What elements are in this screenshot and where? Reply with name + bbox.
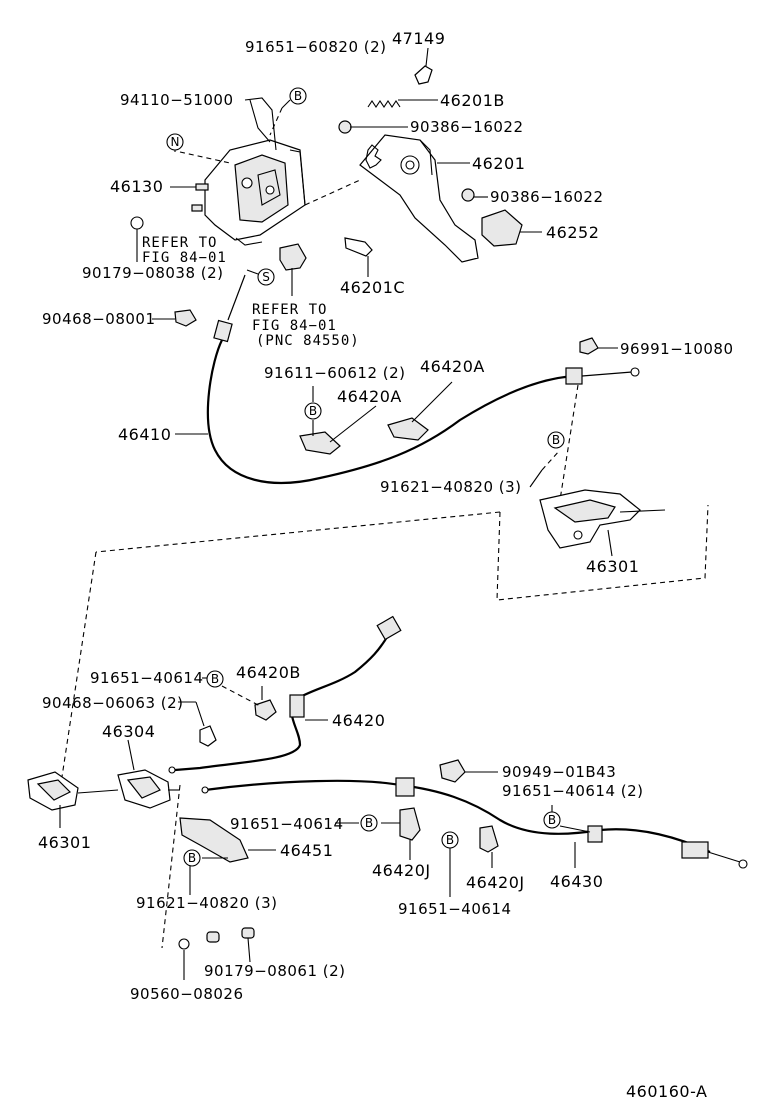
callout-N: N: [166, 133, 184, 151]
bushing-icon: [206, 931, 220, 943]
part-label: 90468−08001: [42, 310, 156, 328]
clip-46420B: [254, 699, 277, 721]
reference-note: REFER TO: [252, 302, 327, 318]
svg-text:B: B: [294, 89, 302, 103]
svg-text:N: N: [171, 135, 180, 149]
bracket-46130: [204, 97, 306, 246]
rear-cable-46430: [201, 777, 748, 869]
part-label: 47149: [392, 29, 445, 48]
part-label: 91651−60820 (2): [245, 38, 387, 56]
svg-text:S: S: [262, 270, 270, 284]
nut-icon: [178, 938, 190, 950]
rear-cable-46420: [168, 615, 402, 774]
part-label: 91651−40614: [230, 815, 344, 833]
part-label: 90386−16022: [410, 118, 524, 136]
part-label: 46201C: [340, 278, 405, 297]
equalizer-46301-bottom: [27, 771, 119, 811]
callout-B: B: [183, 849, 201, 867]
dashed-boundary: [59, 551, 97, 791]
callout-B: B: [543, 811, 561, 829]
nut-icon: [338, 120, 352, 134]
part-label: 46420B: [236, 663, 301, 682]
spring-46201B: [367, 100, 401, 108]
svg-text:B: B: [188, 851, 196, 865]
bracket-90949-01B43: [439, 759, 466, 783]
part-label: 46410: [118, 425, 171, 444]
callout-B: B: [206, 670, 224, 688]
part-label: 46301: [38, 833, 91, 852]
svg-text:B: B: [548, 813, 556, 827]
part-label: 90179−08038 (2): [82, 264, 224, 282]
part-label: 46130: [110, 177, 163, 196]
part-label: 94110−51000: [120, 91, 234, 109]
switch-part: [279, 243, 307, 271]
clip-90468-06063: [199, 725, 217, 747]
part-label: 90179−08061 (2): [204, 962, 346, 980]
callout-B: B: [289, 87, 307, 105]
callout-B: B: [304, 402, 322, 420]
reference-note: (PNC 84550): [256, 333, 360, 349]
nut-icon: [461, 188, 475, 202]
reference-note: FIG 84−01: [142, 250, 227, 266]
bolt-icon: [191, 204, 203, 212]
part-label: 90386−16022: [490, 188, 604, 206]
part-label: 46301: [586, 557, 639, 576]
pedal-46201: [359, 134, 479, 263]
part-label: 46420A: [420, 357, 485, 376]
part-label: 91651−40614: [398, 900, 512, 918]
part-label: 46420J: [466, 873, 525, 892]
bushing-icon: [241, 927, 255, 939]
svg-text:B: B: [309, 404, 317, 418]
svg-text:B: B: [365, 816, 373, 830]
equalizer-46301-top: [95, 489, 709, 601]
pedal-pad-46252: [481, 209, 523, 247]
bolt-icon: [195, 183, 209, 191]
part-label: 90468−06063 (2): [42, 694, 184, 712]
callout-S: S: [257, 268, 275, 286]
bracket-46451: [179, 817, 249, 863]
bolt-46201C: [344, 237, 373, 257]
svg-text:B: B: [211, 672, 219, 686]
part-label: 46252: [546, 223, 599, 242]
part-label: 91621−40820 (3): [136, 894, 278, 912]
front-cable-46410: [206, 274, 640, 485]
clip-46420A: [299, 431, 341, 455]
reference-note: REFER TO: [142, 235, 217, 251]
dashed-boundary: [161, 784, 181, 949]
part-label: 46420J: [372, 861, 431, 880]
clip-47149: [414, 65, 433, 85]
part-label: 46201B: [440, 91, 505, 110]
clip-46420J: [479, 825, 499, 853]
clip-90468-08001: [174, 309, 197, 327]
callout-B: B: [441, 831, 459, 849]
part-label: 46420: [332, 711, 385, 730]
leader-lines-bottom: [59, 677, 591, 980]
nut-icon: [130, 216, 144, 230]
equalizer-46304: [117, 769, 180, 809]
reference-note: FIG 84−01: [252, 318, 337, 334]
part-label: 46304: [102, 722, 155, 741]
part-label: 91651−40614: [90, 669, 204, 687]
callout-B: B: [360, 814, 378, 832]
part-label: 90949−01B43: [502, 763, 616, 781]
svg-text:B: B: [446, 833, 454, 847]
callout-B: B: [547, 431, 565, 449]
part-label: 91651−40614 (2): [502, 782, 644, 800]
clip-46420J: [399, 807, 421, 841]
svg-text:B: B: [552, 433, 560, 447]
part-label: 46430: [550, 872, 603, 891]
part-label: 46420A: [337, 387, 402, 406]
part-label: 96991−10080: [620, 340, 734, 358]
part-label: 91621−40820 (3): [380, 478, 522, 496]
part-label: 90560−08026: [130, 985, 244, 1003]
part-label: 46201: [472, 154, 525, 173]
figure-code: 460160-A: [626, 1082, 707, 1101]
part-label: 91611−60612 (2): [264, 364, 406, 382]
clip-46420A: [387, 417, 429, 441]
part-label: 46451: [280, 841, 333, 860]
clip-96991-10080: [579, 337, 599, 355]
